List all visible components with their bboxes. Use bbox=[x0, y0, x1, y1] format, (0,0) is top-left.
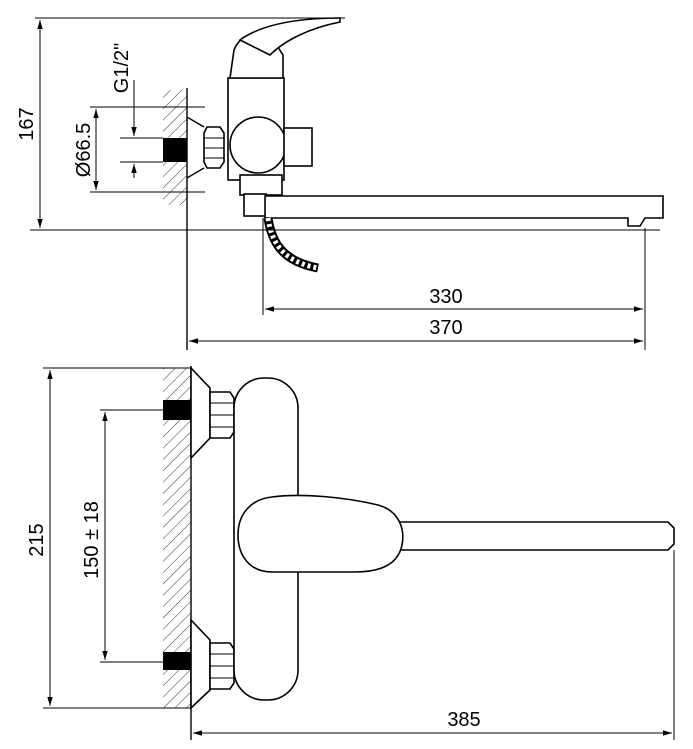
inlet-spacing-dim: 150 ± 18 bbox=[81, 501, 103, 579]
spout-collar-top bbox=[243, 193, 267, 217]
front-view: 215 150 ± 18 385 bbox=[26, 365, 675, 740]
spout-top bbox=[264, 195, 664, 227]
height-dim-top: 167 bbox=[16, 107, 38, 140]
lever-front bbox=[237, 494, 404, 573]
wall-hatch-front bbox=[163, 368, 191, 708]
spout-long-dim: 370 bbox=[429, 317, 462, 339]
inlet-pipe-top bbox=[163, 138, 187, 162]
pipe-diameter-dim: Ø66.5 bbox=[73, 123, 95, 177]
flange-lower-front bbox=[190, 617, 211, 710]
spout-front bbox=[389, 521, 675, 551]
inlet-lower-front bbox=[163, 652, 191, 670]
inlet-upper-front bbox=[163, 400, 191, 420]
diverter-top bbox=[239, 174, 283, 196]
thread-dim: G1/2" bbox=[111, 43, 133, 93]
side-outlet-top bbox=[283, 127, 313, 167]
top-view: 167 Ø66.5 G1/2" 330 370 bbox=[16, 17, 664, 350]
spout-short-dim: 330 bbox=[429, 286, 462, 308]
total-length-dim: 385 bbox=[447, 709, 480, 731]
height-dim-front: 215 bbox=[26, 523, 48, 556]
flange-upper-front bbox=[190, 365, 211, 461]
mixer-cylinder-top bbox=[229, 116, 287, 174]
